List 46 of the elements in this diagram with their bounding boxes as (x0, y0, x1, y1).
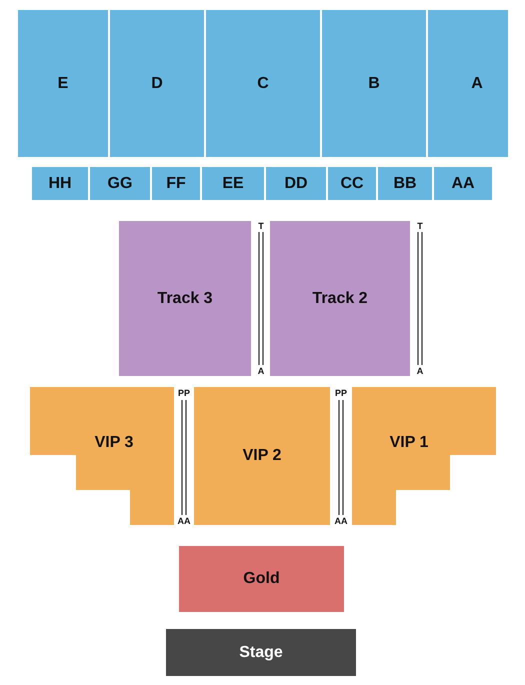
section-label: BB (393, 174, 417, 192)
seating-section (166, 629, 356, 676)
section-label: E (58, 74, 68, 92)
seating-section (202, 167, 264, 200)
row-label: AA (334, 516, 348, 526)
section-label: A (471, 74, 483, 92)
seating-section (119, 221, 251, 376)
section-label: B (368, 74, 380, 92)
section-label: Track 2 (312, 290, 368, 308)
section-label: Track 3 (157, 290, 213, 308)
section-label: CC (340, 174, 364, 192)
seating-section (206, 10, 320, 157)
section-label: Stage (239, 644, 283, 662)
section-label: FF (166, 174, 186, 192)
row-label: T (258, 221, 264, 231)
section-label: VIP 2 (242, 447, 282, 465)
seating-section (266, 167, 326, 200)
section-label: D (151, 74, 163, 92)
section-label: AA (451, 174, 475, 192)
section-label: HH (48, 174, 72, 192)
section-label: DD (284, 174, 308, 192)
row-label: PP (335, 388, 347, 398)
section-label: C (257, 74, 269, 92)
seating-section (378, 167, 432, 200)
seating-section (270, 221, 410, 376)
section-label: VIP 3 (94, 434, 134, 452)
seating-section (18, 10, 108, 157)
seating-section (179, 546, 344, 612)
seating-section (434, 167, 492, 200)
seating-section (428, 10, 508, 157)
section-label: GG (108, 174, 132, 192)
seating-section (110, 10, 204, 157)
row-label: PP (178, 388, 190, 398)
row-label: AA (178, 516, 190, 526)
row-label: T (417, 221, 423, 231)
seating-section (32, 167, 88, 200)
seating-section (194, 387, 330, 525)
row-label: A (416, 366, 424, 376)
section-label: Gold (243, 570, 280, 588)
section-label: EE (222, 174, 244, 192)
seating-section (328, 167, 376, 200)
seating-section (322, 10, 426, 157)
section-label: VIP 1 (390, 434, 428, 452)
seating-section (90, 167, 150, 200)
row-label: A (258, 366, 264, 376)
seating-section (152, 167, 200, 200)
